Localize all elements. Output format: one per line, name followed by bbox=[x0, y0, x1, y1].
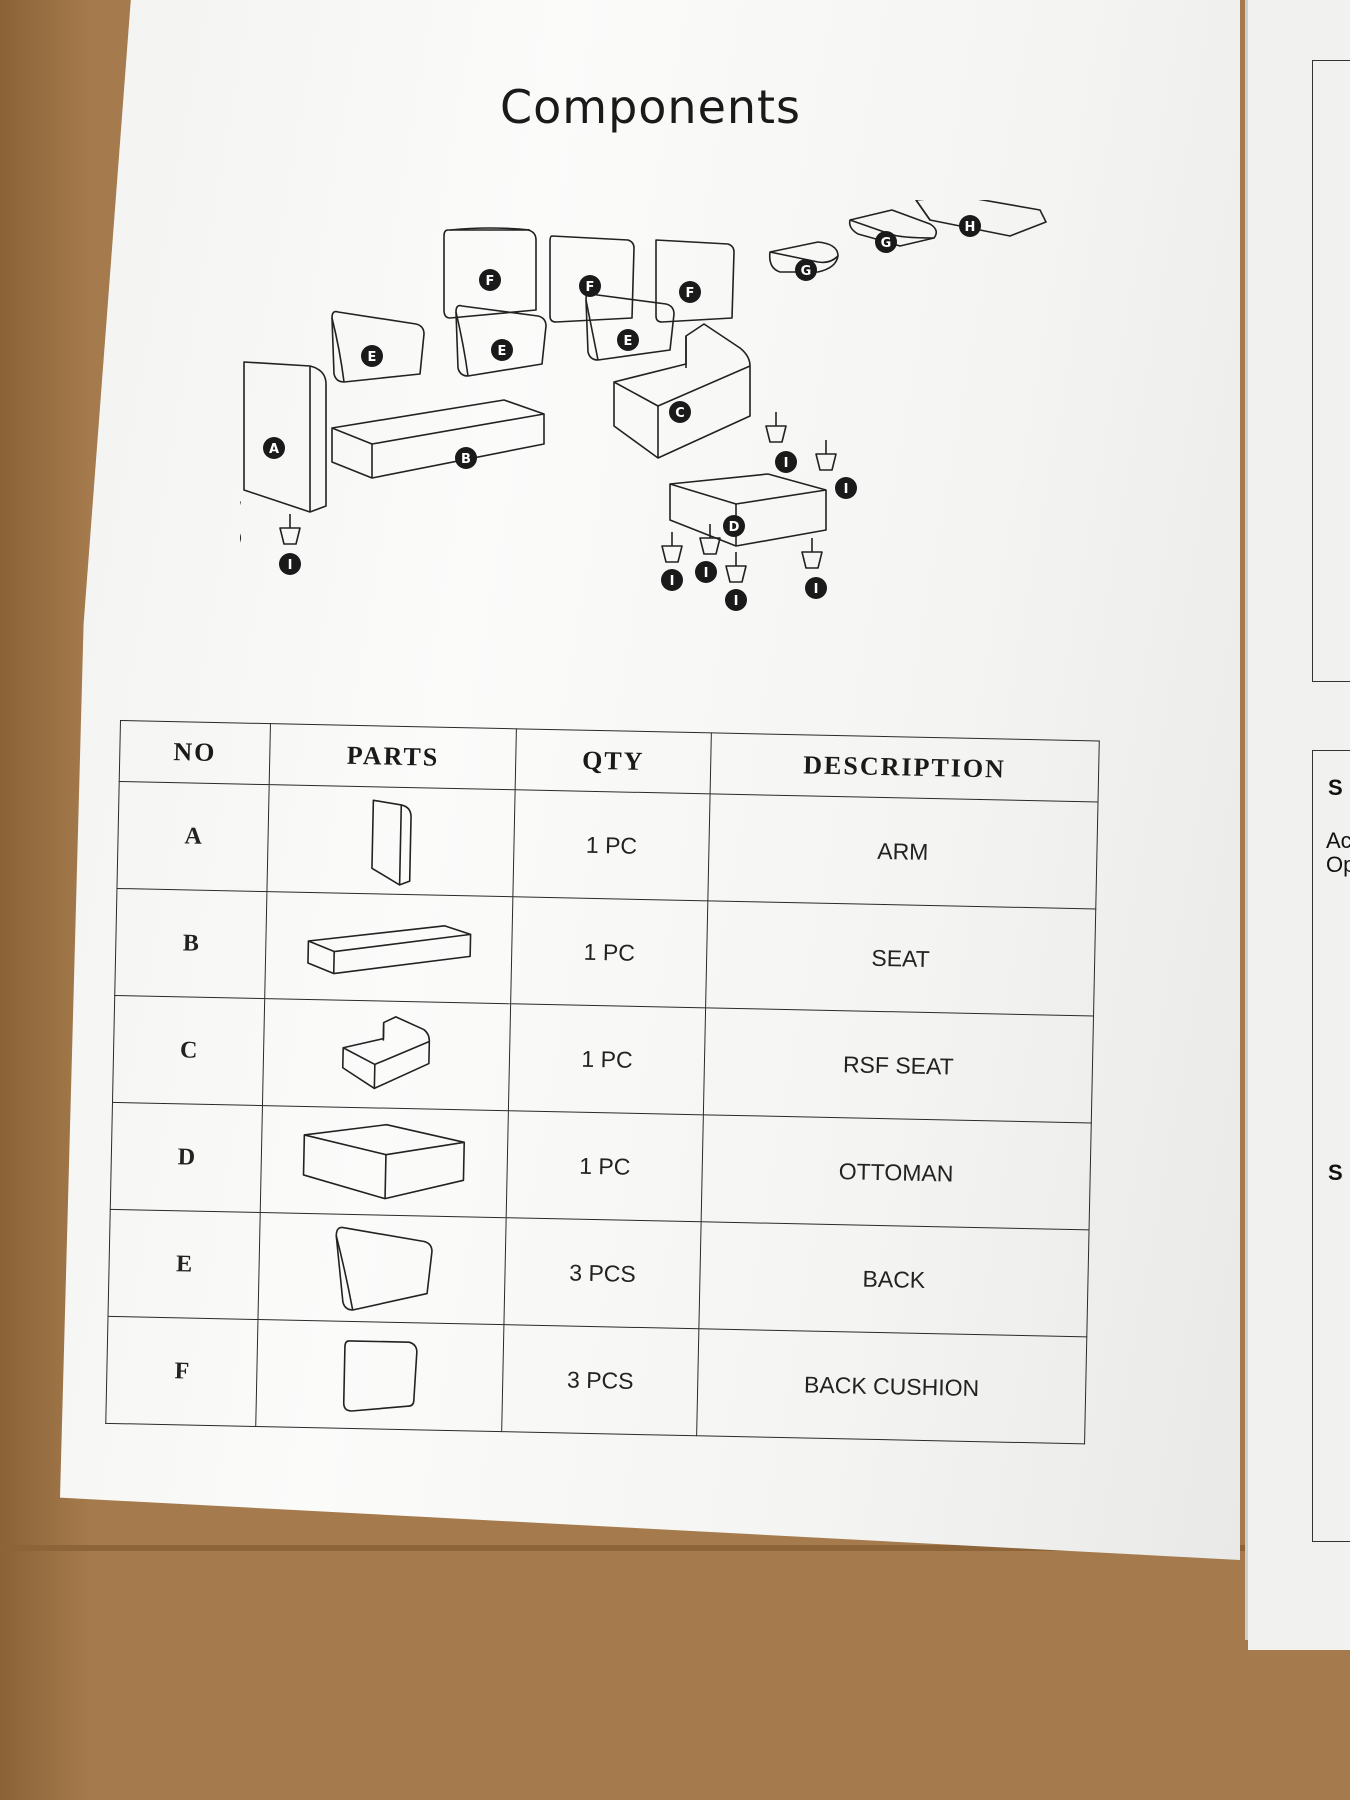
marker-e: E bbox=[368, 350, 377, 365]
table-row: A 1 PC ARM bbox=[116, 781, 1098, 909]
row-qty: 1 PC bbox=[506, 1110, 704, 1222]
table-row: F 3 PCS BACK CUSHION bbox=[105, 1316, 1087, 1444]
marker-c: C bbox=[675, 406, 685, 421]
leg-part bbox=[240, 412, 837, 583]
row-description: BACK bbox=[698, 1221, 1090, 1337]
row-qty: 3 PCS bbox=[504, 1217, 701, 1329]
row-part-image bbox=[258, 1212, 507, 1325]
header-no: NO bbox=[119, 720, 271, 785]
back-cushion-icon bbox=[342, 1340, 418, 1412]
marker-i: I bbox=[734, 594, 739, 609]
marker-f: F bbox=[586, 280, 595, 295]
marker-f: F bbox=[486, 274, 495, 289]
back-part bbox=[455, 304, 547, 377]
rsf-seat-icon bbox=[341, 1016, 430, 1090]
ottoman-icon bbox=[302, 1123, 465, 1200]
row-part-image bbox=[260, 1105, 509, 1218]
header-description: DESCRIPTION bbox=[709, 732, 1100, 802]
adjacent-text-fragment: Ac bbox=[1326, 828, 1350, 853]
marker-g: G bbox=[881, 236, 892, 251]
row-part-image bbox=[255, 1319, 505, 1432]
marker-i: I bbox=[814, 582, 819, 597]
marker-f: F bbox=[686, 286, 695, 301]
adjacent-page: S Ac Op S bbox=[1248, 0, 1350, 1650]
cardboard-background bbox=[0, 0, 90, 1800]
marker-i: I bbox=[670, 574, 675, 589]
table-row: C 1 PC RSF SEAT bbox=[112, 995, 1094, 1123]
row-part-image bbox=[262, 998, 511, 1111]
row-no: D bbox=[110, 1102, 263, 1213]
table-row: B 1 PC SEAT bbox=[114, 888, 1096, 1016]
back-cushion-part bbox=[549, 235, 635, 323]
row-qty: 3 PCS bbox=[501, 1324, 699, 1436]
back-cushion-part bbox=[655, 239, 735, 323]
back-cushion-part bbox=[443, 227, 537, 319]
row-qty: 1 PC bbox=[513, 789, 710, 901]
arm-part bbox=[243, 361, 327, 513]
marker-g: G bbox=[801, 264, 812, 279]
parts-table: NO PARTS QTY DESCRIPTION A 1 PC ARM B bbox=[105, 720, 1100, 1444]
cushion-h-part bbox=[915, 200, 1047, 237]
row-no: B bbox=[114, 888, 268, 999]
cushion-g-part bbox=[768, 241, 839, 273]
seat-icon bbox=[306, 925, 472, 975]
marker-i: I bbox=[844, 482, 849, 497]
row-description: OTTOMAN bbox=[700, 1114, 1092, 1230]
row-no: F bbox=[105, 1316, 259, 1427]
table-row: E 3 PCS BACK bbox=[108, 1209, 1090, 1337]
marker-a: A bbox=[269, 442, 279, 457]
page-title: Components bbox=[500, 80, 802, 134]
back-part bbox=[331, 310, 425, 383]
marker-d: D bbox=[729, 520, 740, 535]
row-no: A bbox=[116, 781, 270, 892]
marker-b: B bbox=[461, 452, 471, 467]
row-no: E bbox=[108, 1209, 261, 1320]
row-part-image bbox=[264, 891, 514, 1004]
header-qty: QTY bbox=[515, 728, 712, 794]
marker-e: E bbox=[498, 344, 507, 359]
header-parts: PARTS bbox=[269, 723, 517, 790]
ottoman-part bbox=[669, 473, 827, 547]
page-fold bbox=[1245, 0, 1248, 1640]
row-description: BACK CUSHION bbox=[696, 1328, 1087, 1444]
row-description: RSF SEAT bbox=[703, 1007, 1094, 1123]
row-description: SEAT bbox=[705, 900, 1096, 1016]
arm-icon bbox=[370, 799, 412, 886]
adjacent-text-fragment: Op bbox=[1326, 852, 1350, 877]
row-description: ARM bbox=[707, 793, 1098, 909]
table-row: D 1 PC OTTOMAN bbox=[110, 1102, 1092, 1230]
components-diagram: F F F G G H E E E A B C D I I I I I I I … bbox=[240, 200, 1047, 611]
cardboard-seam bbox=[0, 1545, 1350, 1551]
marker-h: H bbox=[965, 220, 976, 235]
marker-e: E bbox=[624, 334, 633, 349]
adjacent-table-edge bbox=[1312, 750, 1350, 1542]
adjacent-text-fragment: S bbox=[1328, 1160, 1343, 1185]
instruction-sheet bbox=[60, 0, 1240, 1560]
rsf-seat-part bbox=[613, 323, 751, 459]
row-qty: 1 PC bbox=[510, 896, 708, 1008]
marker-i: I bbox=[784, 456, 789, 471]
marker-i: I bbox=[704, 566, 709, 581]
row-no: C bbox=[112, 995, 265, 1106]
back-icon bbox=[335, 1226, 433, 1311]
row-qty: 1 PC bbox=[508, 1003, 706, 1115]
row-part-image bbox=[267, 784, 516, 897]
seat-part bbox=[331, 399, 545, 479]
marker-i: I bbox=[288, 558, 293, 573]
adjacent-table-edge bbox=[1312, 60, 1350, 682]
adjacent-text-fragment: S bbox=[1328, 775, 1343, 800]
